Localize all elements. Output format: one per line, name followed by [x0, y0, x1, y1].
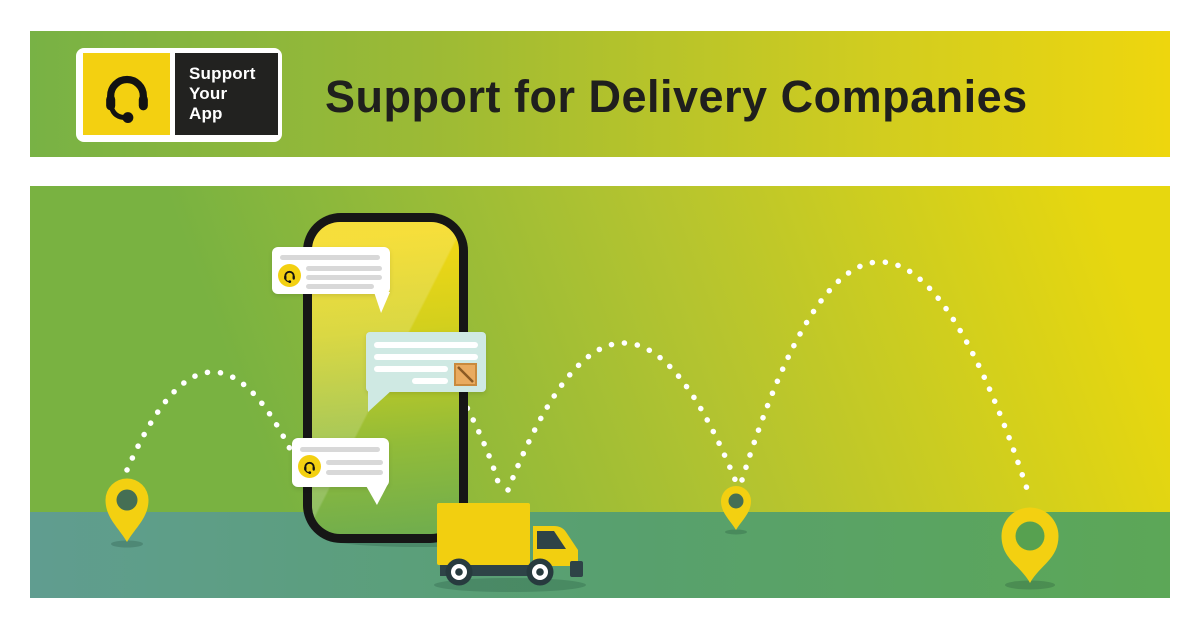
- pin-shadow: [1005, 580, 1055, 590]
- text-line-placeholder: [374, 342, 478, 348]
- image-placeholder-icon: [454, 363, 477, 386]
- truck-rear-wheel: [445, 558, 473, 586]
- chat-bubble-agent-2: [292, 438, 389, 487]
- agent-avatar: [278, 264, 301, 287]
- headset-icon: [282, 268, 297, 283]
- map-pin-right: [1001, 507, 1059, 590]
- brand-line-2: Your: [189, 84, 228, 103]
- text-line-placeholder: [326, 470, 383, 475]
- page-title: Support for Delivery Companies: [325, 71, 1028, 122]
- text-line-placeholder: [374, 366, 448, 372]
- text-line-placeholder: [306, 275, 382, 280]
- route-arc-1: [124, 369, 303, 473]
- text-line-placeholder: [300, 447, 380, 452]
- truck-front-wheel: [526, 558, 554, 586]
- delivery-truck: [434, 503, 586, 592]
- truck-window: [537, 531, 566, 549]
- text-line-placeholder: [412, 378, 448, 384]
- brand-logo: Support Your App: [76, 48, 282, 142]
- header-bar: Support Your App Support for Delivery Co…: [30, 31, 1170, 157]
- ground-strip: [30, 512, 1170, 598]
- text-line-placeholder: [280, 255, 380, 260]
- route-arc-3: [505, 340, 739, 493]
- pin-shadow: [725, 529, 747, 535]
- headset-icon: [98, 65, 156, 123]
- front-layer: [105, 478, 1059, 592]
- map-pin-left: [105, 478, 149, 548]
- truck-chassis: [440, 565, 545, 576]
- truck-bumper: [570, 561, 583, 577]
- brand-line-1: Support: [189, 64, 256, 83]
- logo-wordmark: Support Your App: [175, 53, 278, 135]
- headset-icon: [302, 459, 317, 474]
- logo-icon-tile: [83, 53, 170, 135]
- route-arc-4: [739, 259, 1033, 501]
- agent-avatar: [298, 455, 321, 478]
- brand-line-3: App: [189, 104, 223, 123]
- chat-bubble-agent-1: [272, 247, 390, 294]
- illustration: [30, 186, 1170, 598]
- text-line-placeholder: [306, 284, 374, 289]
- map-pin-middle: [721, 486, 751, 535]
- text-line-placeholder: [374, 354, 478, 360]
- pin-shadow: [111, 540, 143, 548]
- text-line-placeholder: [306, 266, 382, 271]
- truck-cargo-box: [437, 503, 530, 565]
- text-line-placeholder: [326, 460, 383, 465]
- chat-bubble-attachment: [366, 332, 486, 392]
